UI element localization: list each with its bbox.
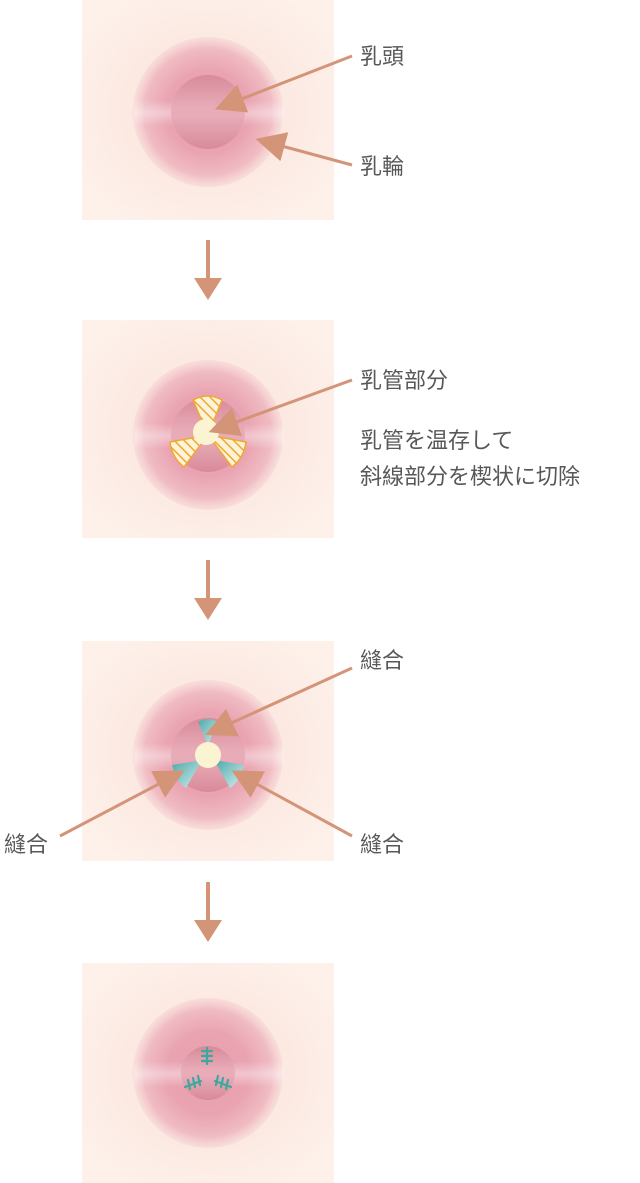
milk-duct xyxy=(195,742,221,768)
duct-arrow xyxy=(208,378,353,436)
areola-label: 乳輪 xyxy=(360,155,404,180)
stitch-left xyxy=(183,1074,203,1091)
wedge-right xyxy=(206,433,247,469)
suture-left-arrow xyxy=(59,770,185,838)
wedge-top xyxy=(192,395,223,437)
nipple-arrow xyxy=(214,54,353,113)
down-arrow-1 xyxy=(194,240,222,300)
panel-4 xyxy=(82,963,334,1183)
areola-arrow xyxy=(255,132,353,167)
nipple-label: 乳頭 xyxy=(360,45,404,70)
stitch-right xyxy=(213,1074,233,1091)
suture-right-label: 縫合 xyxy=(360,833,404,858)
suture-left-label: 縫合 xyxy=(4,833,48,858)
panel-3: 縫合 縫合 縫合 xyxy=(4,641,404,861)
suture-top-label: 縫合 xyxy=(360,649,404,674)
panel-2: 乳管部分 乳管を温存して 斜線部分を楔状に切除 xyxy=(82,320,580,538)
note-line-1: 乳管を温存して xyxy=(360,429,513,454)
down-arrow-2 xyxy=(194,560,222,620)
suture-right-arrow xyxy=(231,770,353,838)
stitch-top xyxy=(200,1046,214,1066)
duct-label: 乳管部分 xyxy=(360,369,448,394)
suture-top-arrow xyxy=(205,666,353,737)
milk-duct xyxy=(193,419,219,445)
down-arrow-3 xyxy=(194,882,222,942)
nipple xyxy=(171,75,245,149)
note-line-2: 斜線部分を楔状に切除 xyxy=(360,465,580,490)
wedge-left xyxy=(169,433,210,469)
panel-1: 乳頭 乳輪 xyxy=(82,0,404,220)
